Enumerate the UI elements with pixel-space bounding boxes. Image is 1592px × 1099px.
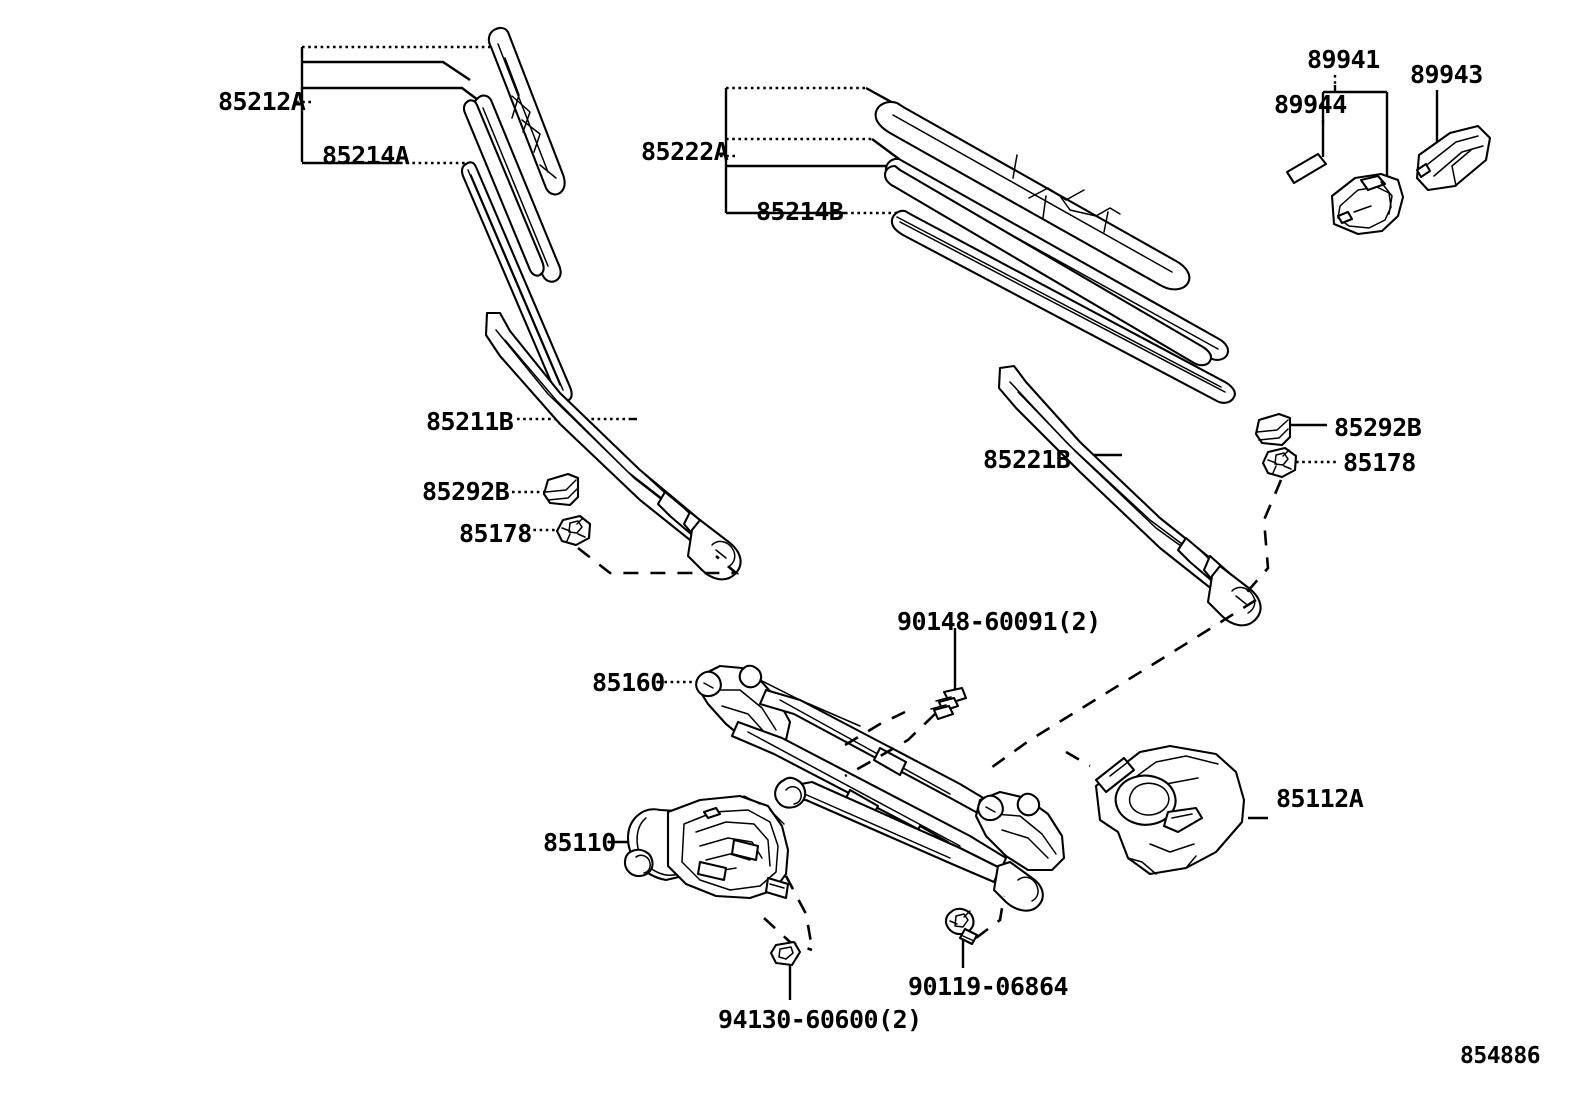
part-label-90148-60091: 90148-60091(2) (897, 607, 1101, 636)
part-label-85292b-right-arm: 85292B (422, 477, 510, 506)
rain-sensor-group (1285, 75, 1492, 236)
part-label-90119-06864: 90119-06864 (908, 972, 1069, 1001)
part-label-85212a: 85212A (218, 87, 306, 116)
part-label-85214a: 85214A (322, 141, 410, 170)
part-label-89941: 89941 (1307, 45, 1380, 74)
arm-cap-nut-right-group (512, 472, 740, 575)
part-label-85112a: 85112A (1276, 784, 1364, 813)
blade-assembly-left-group (720, 86, 1236, 404)
linkage-bolt-group (944, 895, 1006, 968)
blade-assembly-right-group (296, 26, 573, 403)
wiper-arm-right-group (484, 311, 742, 581)
arm-cap-nut-left-group (987, 412, 1336, 772)
part-label-89944: 89944 (1274, 90, 1347, 119)
wiper-link-assembly-group (652, 664, 1066, 912)
part-label-85178-left-arm: 85178 (1343, 448, 1416, 477)
wiper-motor-group (610, 794, 814, 952)
part-label-85211b: 85211B (426, 407, 514, 436)
motor-grommet-group (769, 940, 802, 1000)
part-label-85221b: 85221B (983, 445, 1071, 474)
wiper-motor-cover-group (1065, 744, 1268, 876)
part-label-94130-60600: 94130-60600(2) (718, 1005, 922, 1034)
part-label-85222a: 85222A (641, 137, 729, 166)
part-label-85178-right-arm: 85178 (459, 519, 532, 548)
part-label-85110: 85110 (543, 828, 616, 857)
part-label-89943: 89943 (1410, 60, 1483, 89)
linkage-screw-group (844, 628, 968, 778)
part-label-85292b-left-arm: 85292B (1334, 413, 1422, 442)
part-label-85160: 85160 (592, 668, 665, 697)
diagram-reference-number: 854886 (1460, 1043, 1541, 1069)
wiper-arm-left-group (997, 364, 1262, 627)
part-label-85214b: 85214B (756, 197, 844, 226)
